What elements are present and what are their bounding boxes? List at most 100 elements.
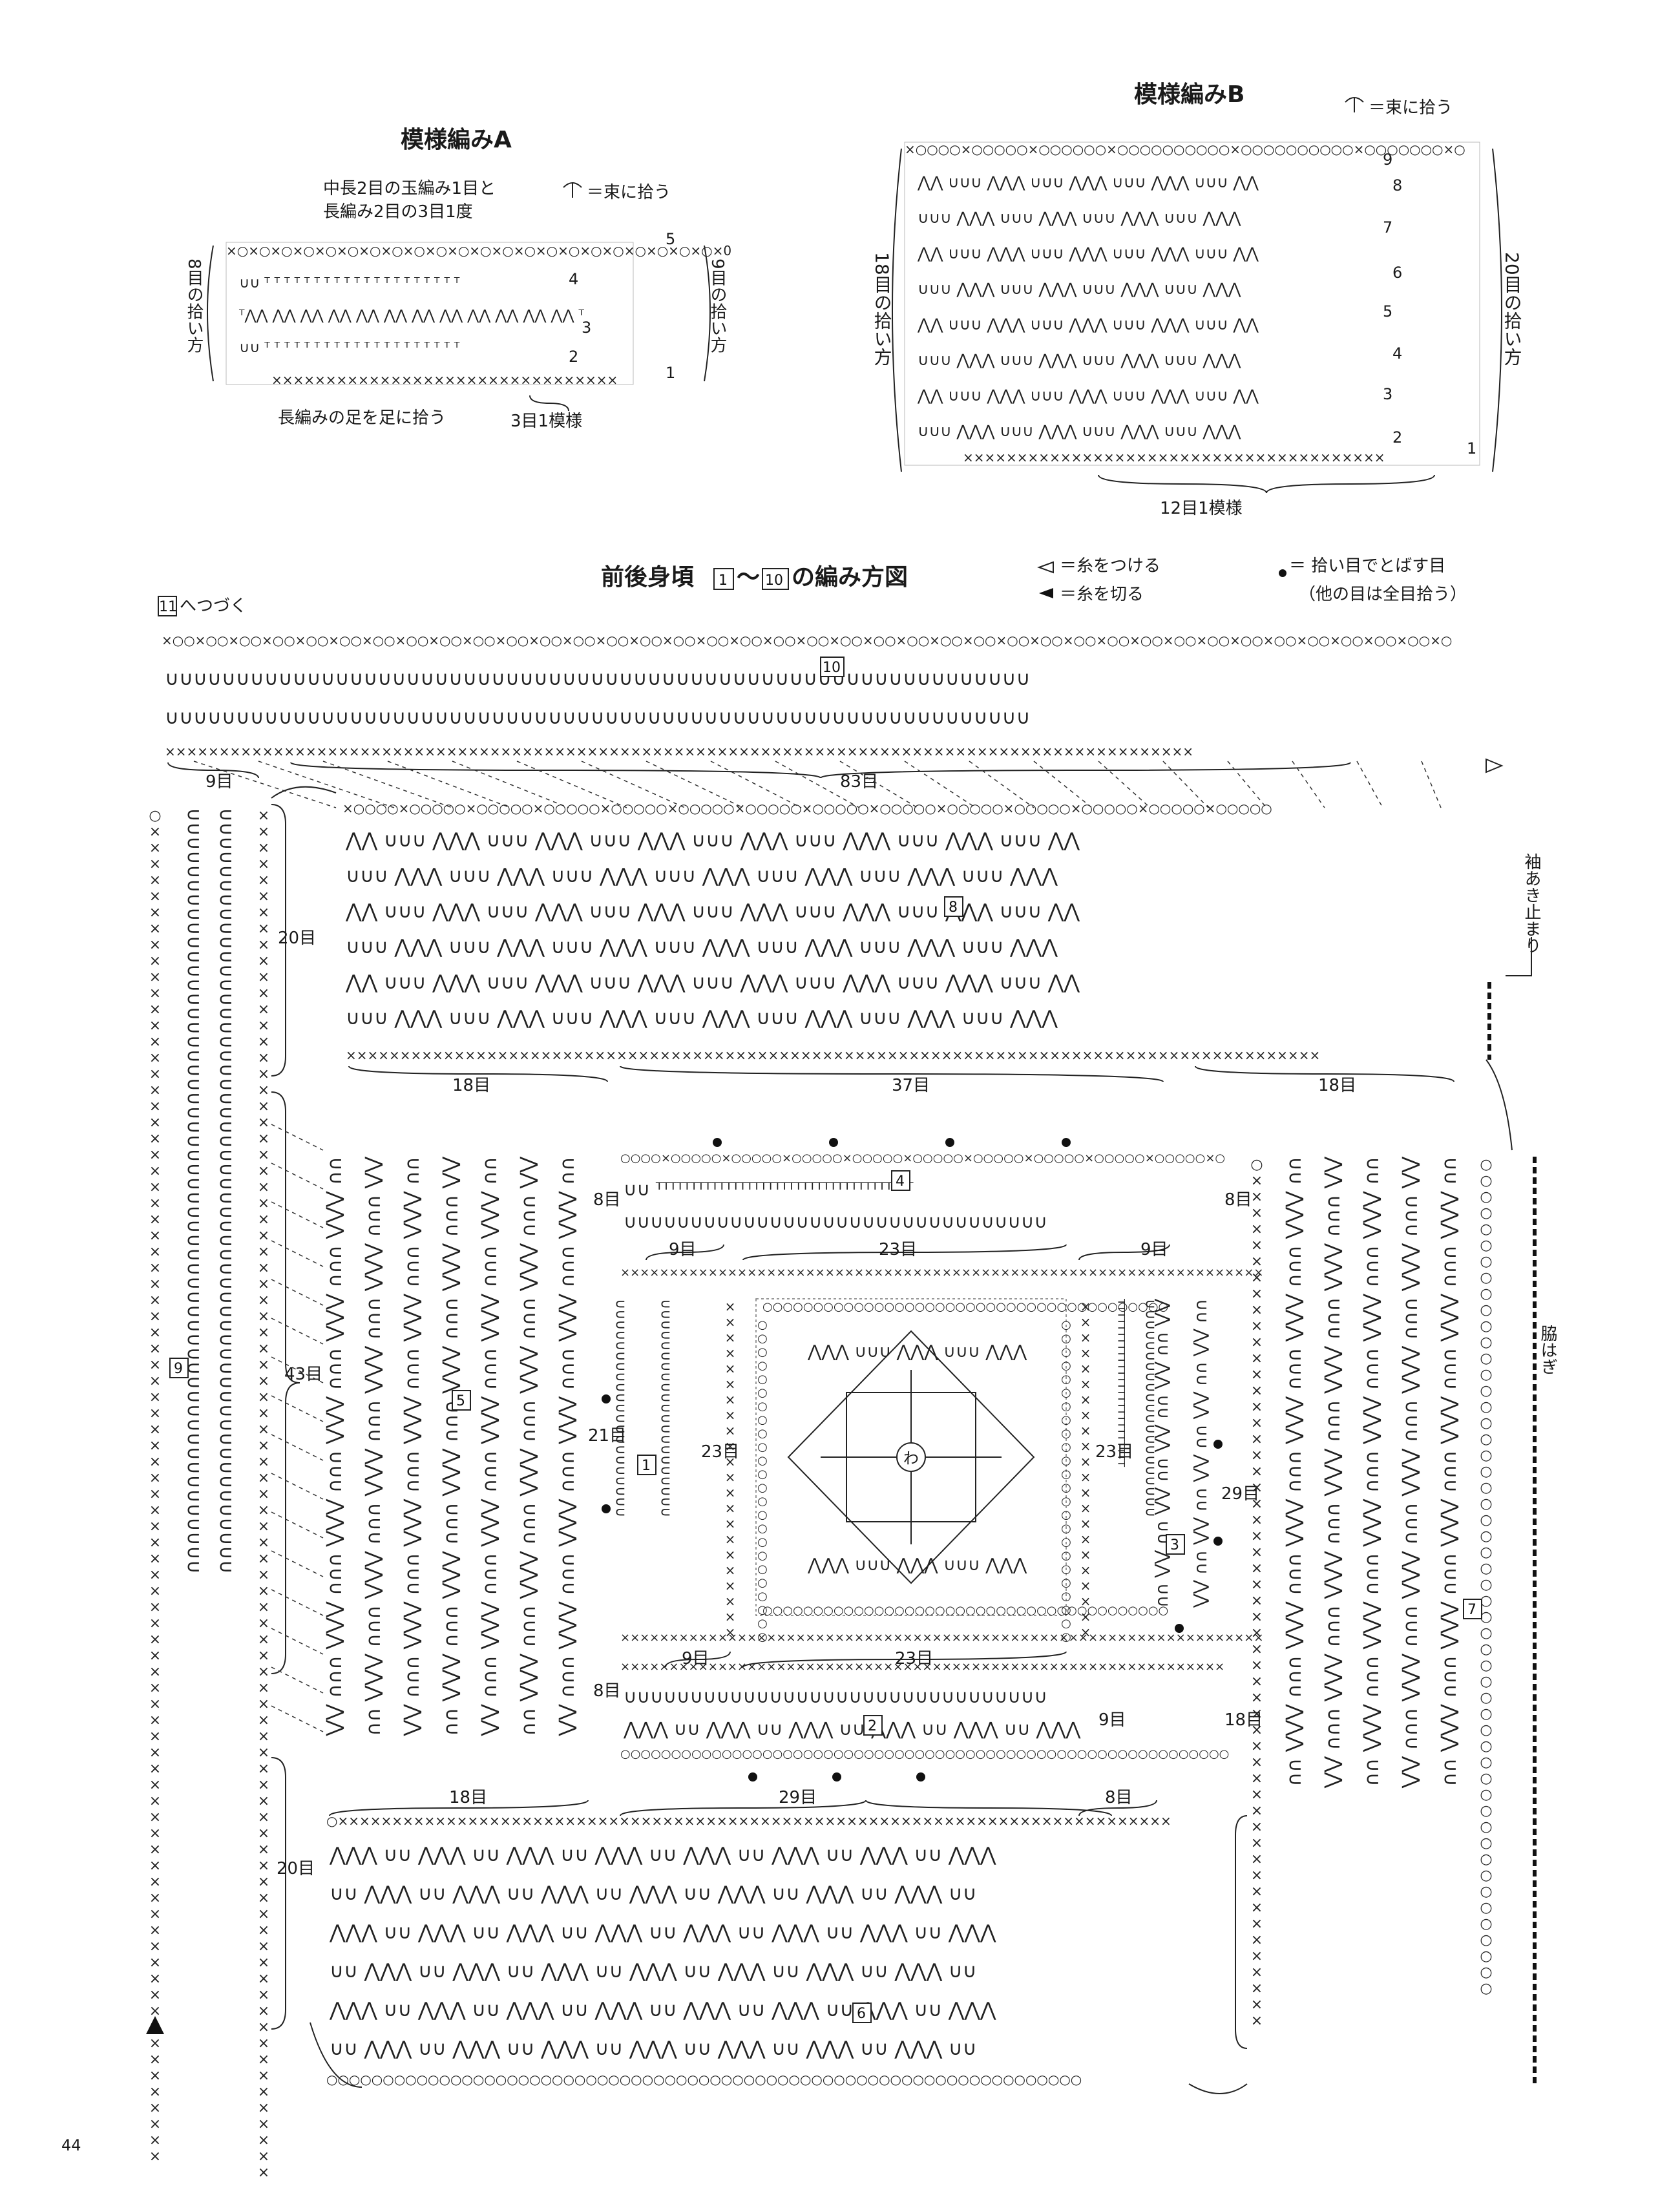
svg-text:⋀⋀ ∪∪∪ ⋀⋀⋀ ∪∪∪ ⋀⋀⋀ ∪∪∪ ⋀⋀⋀ ∪∪∪: ⋀⋀ ∪∪∪ ⋀⋀⋀ ∪∪∪ ⋀⋀⋀ ∪∪∪ ⋀⋀⋀ ∪∪∪ ⋀⋀: [917, 173, 1259, 191]
svg-text:⋀⋀⋀ ∪∪ ⋀⋀⋀ ∪∪ ⋀⋀⋀ ∪∪ ⋀⋀⋀ ∪∪ ⋀⋀: ⋀⋀⋀ ∪∪ ⋀⋀⋀ ∪∪ ⋀⋀⋀ ∪∪ ⋀⋀⋀ ∪∪ ⋀⋀⋀ ∪∪ ⋀⋀⋀ ∪…: [329, 1921, 996, 1944]
svg-text:⋀⋀⋀ ∪∪ ⋀⋀⋀ ∪∪ ⋀⋀⋀ ∪∪ ⋀⋀⋀ ∪∪ ⋀⋀: ⋀⋀⋀ ∪∪ ⋀⋀⋀ ∪∪ ⋀⋀⋀ ∪∪ ⋀⋀⋀ ∪∪ ⋀⋀⋀ ∪∪ ⋀⋀⋀: [623, 1718, 1081, 1740]
attach-yarn-icon: [1037, 561, 1054, 574]
pattern-a-note-line2: 長編み2目の3目1度: [323, 202, 473, 222]
svg-text:○○○○○○○○○○○○○○○○○○○○○○○○○○○○○○: ○○○○○○○○○○○○○○○○○○○○○○○○○○○○○○○○○○○○○○○○…: [326, 2072, 1082, 2087]
pattern-b-left-brace: [892, 148, 902, 472]
pattern-b-right-brace: [1492, 148, 1502, 472]
pattern-b-row-7: 7: [1383, 218, 1392, 237]
main-title-to: 10: [765, 573, 783, 589]
svg-text:∪∪ ⋀⋀⋀ ∪∪∪ ⋀⋀⋀ ∪∪∪ ⋀⋀⋀ ∪∪∪ ⋀⋀⋀: ∪∪ ⋀⋀⋀ ∪∪∪ ⋀⋀⋀ ∪∪∪ ⋀⋀⋀ ∪∪∪ ⋀⋀⋀ ∪∪∪ ⋀⋀⋀ ∪…: [480, 1157, 503, 1736]
pattern-a-chart: ×○×○×○×○×○×○×○×○×○×○×○×○×○×○×○×○×○×○×○×○…: [226, 230, 731, 388]
svg-text:○×××××××××××××××××××××××××××××: ○×××××××××××××××××××××××××××××××××××××××…: [147, 808, 163, 2165]
svg-text:∪∪∪ ⋀⋀⋀ ∪∪∪ ⋀⋀⋀ ∪∪∪ ⋀⋀⋀ ∪∪∪ ⋀⋀: ∪∪∪ ⋀⋀⋀ ∪∪∪ ⋀⋀⋀ ∪∪∪ ⋀⋀⋀ ∪∪∪ ⋀⋀⋀: [918, 280, 1241, 298]
section-6-label: 6: [857, 2006, 866, 2022]
count-9-inner-upper-right: 9目: [1140, 1240, 1168, 1259]
svg-text:○○○○○○○○○○○○○○○○○○○○○○○○○○○○○○: ○○○○○○○○○○○○○○○○○○○○○○○○○○○○○○○○○○○○○○○○: [762, 1300, 1168, 1314]
pattern-a: 模様編みA 中長2目の玉編み1目と 長編み2目の3目1度 ＝束に拾う 8目の拾い…: [184, 127, 731, 431]
center-ring-label: わ: [903, 1449, 919, 1467]
svg-text:∪∪∪∪∪∪∪∪∪∪∪∪∪∪∪∪∪∪∪∪∪∪∪∪∪∪∪∪∪∪: ∪∪∪∪∪∪∪∪∪∪∪∪∪∪∪∪∪∪∪∪∪∪∪∪∪∪∪∪∪∪∪∪: [624, 1211, 1047, 1232]
section-9: ○×××××××××××××××××××××××××××××××××××××××…: [146, 808, 272, 2181]
svg-text:∪∪ ⋀⋀⋀ ∪∪∪ ⋀⋀⋀ ∪∪∪ ⋀⋀⋀ ∪∪∪ ⋀⋀⋀: ∪∪ ⋀⋀⋀ ∪∪∪ ⋀⋀⋀ ∪∪∪ ⋀⋀⋀ ∪∪∪ ⋀⋀⋀ ∪∪∪ ⋀⋀⋀ ∪…: [558, 1157, 580, 1736]
legend-skip-line1: ＝ 拾い目でとばす目: [1289, 556, 1445, 576]
pattern-a-row-2: 2: [569, 348, 578, 366]
count-9-right-lower: 9目: [1098, 1710, 1126, 1730]
svg-text:××××××××××××××××××××××××××××××: ××××××××××××××××××××××××××××××××××××××××…: [256, 808, 272, 2181]
legend-attach: ＝糸をつける: [1060, 556, 1160, 576]
pattern-a-repeat-brace: [529, 395, 569, 412]
pattern-b: 模様編みB ＝束に拾う 18目の拾い方 20目の拾い方 ×○○○○×○○○○○×…: [872, 81, 1523, 518]
svg-text:∪∪ ⋀⋀⋀ ∪∪ ⋀⋀⋀ ∪∪ ⋀⋀⋀ ∪∪ ⋀⋀⋀ ∪∪: ∪∪ ⋀⋀⋀ ∪∪ ⋀⋀⋀ ∪∪ ⋀⋀⋀ ∪∪ ⋀⋀⋀ ∪∪ ⋀⋀⋀ ∪∪ ⋀⋀…: [330, 1960, 977, 1982]
svg-text:××××××××××××××××××××××××××××××: ××××××××××××××××××××××××××××××××: [271, 372, 618, 388]
cut-yarn-icon: [1039, 588, 1053, 598]
section-1-label: 1: [642, 1458, 651, 1474]
skip-stitch-dot: [713, 1138, 722, 1147]
svg-text:∪∪∪∪∪∪∪∪∪∪∪∪∪∪∪∪∪∪∪∪∪∪∪∪∪∪∪∪∪∪: ∪∪∪∪∪∪∪∪∪∪∪∪∪∪∪∪∪∪∪∪∪∪∪∪∪∪∪∪∪∪∪∪∪∪∪∪∪∪∪∪…: [165, 668, 1030, 690]
legend-cut: ＝糸を切る: [1060, 585, 1144, 604]
section-2: ××××××××××××××××××××××××××××××××××××××××…: [620, 1660, 1229, 1782]
attach-yarn-icon: [1486, 758, 1504, 773]
skip-stitch-dot: [1062, 1138, 1071, 1147]
main-title-suffix: の編み方図: [792, 564, 908, 591]
main-header: 前後身頃 1 〜 10 の編み方図 ＝糸をつける ＝糸を切る ＝ 拾い目でとばす…: [601, 556, 1467, 604]
pattern-b-legend: ＝束に拾う: [1369, 98, 1453, 118]
svg-text:××××××××××××××××××××××××××××××: ××××××××××××××××××××××××××××××××××××××××…: [620, 1631, 1263, 1645]
pattern-b-row-3: 3: [1383, 385, 1392, 403]
svg-text:∪∪∪∪∪∪∪∪∪∪∪∪∪∪∪∪∪∪∪∪∪∪∪∪∪∪∪∪∪∪: ∪∪∪∪∪∪∪∪∪∪∪∪∪∪∪∪∪∪∪∪∪∪∪∪∪∪∪∪∪∪∪∪: [624, 1686, 1047, 1707]
section-3: ᵀᵀᵀᵀᵀᵀᵀᵀᵀᵀᵀᵀᵀᵀᵀᵀᵀᵀᵀᵀᵀᵀᵀᵀᵀᵀ ⋀⋀ ∪∪ ⋀⋀ ∪∪ ⋀…: [1108, 1298, 1223, 1633]
count-18-top-right: 18目: [1318, 1076, 1356, 1095]
svg-text:∪∪ ⋀⋀⋀ ∪∪∪ ⋀⋀⋀ ∪∪∪ ⋀⋀⋀ ∪∪∪ ⋀⋀⋀: ∪∪ ⋀⋀⋀ ∪∪∪ ⋀⋀⋀ ∪∪∪ ⋀⋀⋀ ∪∪∪ ⋀⋀⋀ ∪∪∪ ⋀⋀⋀ ∪…: [325, 1157, 348, 1736]
count-18-top-left: 18目: [452, 1076, 490, 1095]
section-6: ○×××××××××××××××××××××××××××××××××××××××…: [326, 1813, 1171, 2087]
continue-box: 11: [159, 599, 177, 615]
pattern-b-row-4: 4: [1392, 344, 1402, 363]
pattern-a-right-brace: [704, 245, 711, 382]
svg-text:∪∪∪ ⋀⋀⋀ ∪∪∪ ⋀⋀⋀ ∪∪∪ ⋀⋀⋀ ∪∪∪ ⋀⋀: ∪∪∪ ⋀⋀⋀ ∪∪∪ ⋀⋀⋀ ∪∪∪ ⋀⋀⋀ ∪∪∪ ⋀⋀⋀: [918, 422, 1241, 440]
count-43: 43目: [284, 1365, 322, 1384]
pattern-b-right-pickup: 20目の拾い方: [1502, 252, 1523, 366]
main-title-prefix: 前後身頃: [601, 564, 694, 591]
count-83: 83目: [840, 772, 878, 792]
svg-text:⋀⋀⋀ ∪∪∪ ⋀⋀⋀ ∪∪∪ ⋀⋀⋀: ⋀⋀⋀ ∪∪∪ ⋀⋀⋀ ∪∪∪ ⋀⋀⋀: [807, 1342, 1027, 1361]
svg-text:∪∪∪∪∪∪∪∪∪∪∪∪∪∪∪∪∪∪∪∪∪∪∪∪∪∪∪∪∪∪: ∪∪∪∪∪∪∪∪∪∪∪∪∪∪∪∪∪∪∪∪∪∪∪∪∪∪∪∪∪∪∪∪∪∪∪∪∪∪∪∪…: [215, 808, 238, 1574]
svg-text:⋀⋀ ∪∪∪ ⋀⋀⋀ ∪∪∪ ⋀⋀⋀ ∪∪∪ ⋀⋀⋀ ∪∪∪: ⋀⋀ ∪∪∪ ⋀⋀⋀ ∪∪∪ ⋀⋀⋀ ∪∪∪ ⋀⋀⋀ ∪∪∪ ⋀⋀⋀ ∪∪∪ ⋀…: [1323, 1156, 1346, 1789]
bundle-symbol-icon: [563, 182, 582, 198]
continue-text: へつづく: [180, 596, 247, 616]
pattern-a-row-1: 1: [666, 364, 675, 382]
page-number: 44: [61, 2136, 81, 2154]
count-9-inner-lower: 9目: [682, 1649, 709, 1668]
svg-text:∪∪ ⋀⋀ ∪∪ ⋀⋀ ∪∪ ⋀⋀ ∪∪ ⋀⋀ ∪∪ ⋀⋀: ∪∪ ⋀⋀ ∪∪ ⋀⋀ ∪∪ ⋀⋀ ∪∪ ⋀⋀ ∪∪ ⋀⋀: [1192, 1299, 1212, 1608]
svg-text:ᵀᵀᵀᵀᵀᵀᵀᵀᵀᵀᵀᵀᵀᵀᵀᵀᵀᵀᵀᵀᵀᵀᵀᵀᵀᵀ: ᵀᵀᵀᵀᵀᵀᵀᵀᵀᵀᵀᵀᵀᵀᵀᵀᵀᵀᵀᵀᵀᵀᵀᵀᵀᵀ: [1108, 1298, 1128, 1467]
svg-text:○×××××××××××××××××××××××××××××: ○×××××××××××××××××××××××××××××××××××××××…: [1249, 1157, 1265, 2029]
count-9-inner-upper-left: 9目: [669, 1240, 697, 1259]
svg-text:∪∪∪ ⋀⋀⋀ ∪∪∪ ⋀⋀⋀ ∪∪∪ ⋀⋀⋀ ∪∪∪ ⋀⋀: ∪∪∪ ⋀⋀⋀ ∪∪∪ ⋀⋀⋀ ∪∪∪ ⋀⋀⋀ ∪∪∪ ⋀⋀⋀: [918, 209, 1241, 227]
pattern-a-row-5: 5: [666, 230, 675, 248]
section-1: わ ○○○○○○○○○○○○○○○○○○○○○○○○○○○○○○○○○○○○○○…: [755, 1298, 1168, 1644]
count-8-lower-right: 8目: [1105, 1788, 1133, 1807]
skip-stitch-dot: [829, 1138, 838, 1147]
svg-text:⋀⋀ ∪∪∪ ⋀⋀⋀ ∪∪∪ ⋀⋀⋀ ∪∪∪ ⋀⋀⋀ ∪∪∪: ⋀⋀ ∪∪∪ ⋀⋀⋀ ∪∪∪ ⋀⋀⋀ ∪∪∪ ⋀⋀⋀ ∪∪∪ ⋀⋀: [917, 315, 1259, 333]
svg-text:××××××××××××××××××××××××××××××: ×××××××××××××××××××××××××××××××××××××××: [963, 450, 1385, 465]
svg-text:⋀⋀ ∪∪∪ ⋀⋀⋀ ∪∪∪ ⋀⋀⋀ ∪∪∪ ⋀⋀⋀ ∪∪∪: ⋀⋀ ∪∪∪ ⋀⋀⋀ ∪∪∪ ⋀⋀⋀ ∪∪∪ ⋀⋀⋀ ∪∪∪ ⋀⋀⋀ ∪∪∪ ⋀…: [364, 1156, 386, 1736]
count-20-upper: 20目: [278, 929, 316, 948]
section-1-border: ∪∪∪∪∪∪∪∪∪∪∪∪∪∪∪∪∪∪∪∪∪ ∪∪∪∪∪∪∪∪∪∪∪∪∪∪∪∪∪∪…: [602, 1299, 1263, 1645]
count-8-left-upper: 8目: [593, 1190, 621, 1210]
pattern-b-row-5: 5: [1383, 302, 1392, 321]
section-5-label: 5: [456, 1393, 465, 1409]
section-9-label: 9: [174, 1361, 183, 1377]
count-18-right-lower: 18目: [1224, 1710, 1263, 1730]
svg-text:⋀⋀ ∪∪∪ ⋀⋀⋀ ∪∪∪ ⋀⋀⋀ ∪∪∪ ⋀⋀⋀ ∪∪∪: ⋀⋀ ∪∪∪ ⋀⋀⋀ ∪∪∪ ⋀⋀⋀ ∪∪∪ ⋀⋀⋀ ∪∪∪ ⋀⋀⋀ ∪∪∪ ⋀…: [345, 900, 1080, 923]
svg-text:××××××××××××××××××××××××××××××: ××××××××××××××××××××××××××××××××××××××××…: [620, 1660, 1224, 1674]
count-20-lower: 20目: [277, 1859, 315, 1878]
svg-text:⋀⋀ ∪∪∪ ⋀⋀⋀ ∪∪∪ ⋀⋀⋀ ∪∪∪ ⋀⋀⋀ ∪∪∪: ⋀⋀ ∪∪∪ ⋀⋀⋀ ∪∪∪ ⋀⋀⋀ ∪∪∪ ⋀⋀⋀ ∪∪∪ ⋀⋀⋀ ∪∪∪ ⋀…: [519, 1156, 541, 1736]
svg-text:⋀⋀ ∪∪∪ ⋀⋀⋀ ∪∪∪ ⋀⋀⋀ ∪∪∪ ⋀⋀⋀ ∪∪∪: ⋀⋀ ∪∪∪ ⋀⋀⋀ ∪∪∪ ⋀⋀⋀ ∪∪∪ ⋀⋀⋀ ∪∪∪ ⋀⋀⋀ ∪∪∪ ⋀…: [345, 829, 1080, 852]
section-4-label: 4: [896, 1173, 905, 1190]
section-7: ○×××××××××××××××××××××××××××××××××××××××…: [1249, 1156, 1495, 2029]
svg-text:∪∪∪ ⋀⋀⋀ ∪∪∪ ⋀⋀⋀ ∪∪∪ ⋀⋀⋀ ∪∪∪ ⋀⋀: ∪∪∪ ⋀⋀⋀ ∪∪∪ ⋀⋀⋀ ∪∪∪ ⋀⋀⋀ ∪∪∪ ⋀⋀⋀: [918, 351, 1241, 369]
svg-text:∪∪∪∪∪∪∪∪∪∪∪∪∪∪∪∪∪∪∪∪∪∪∪∪∪∪∪∪∪∪: ∪∪∪∪∪∪∪∪∪∪∪∪∪∪∪∪∪∪∪∪∪∪∪∪∪∪∪∪∪∪∪∪∪∪∪∪∪∪∪∪…: [165, 706, 1030, 729]
pickup-lines-left: [271, 1124, 324, 1732]
svg-text:⋀⋀ ∪∪∪ ⋀⋀⋀ ∪∪∪ ⋀⋀⋀ ∪∪∪ ⋀⋀⋀ ∪∪∪: ⋀⋀ ∪∪∪ ⋀⋀⋀ ∪∪∪ ⋀⋀⋀ ∪∪∪ ⋀⋀⋀ ∪∪∪ ⋀⋀⋀ ∪∪∪ ⋀…: [345, 971, 1080, 994]
side-seam-label: 脇はぎ: [1538, 1325, 1557, 1375]
pattern-a-title: 模様編みA: [401, 127, 512, 153]
pattern-a-foot-note: 長編みの足を足に拾う: [278, 408, 446, 428]
